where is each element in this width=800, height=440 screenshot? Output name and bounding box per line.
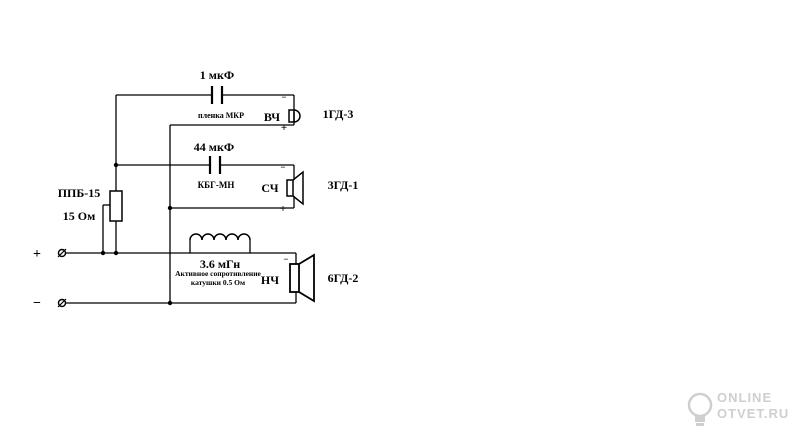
- c2-type-label: КБГ-МН: [198, 180, 235, 190]
- midrange-model-label: 3ГД-1: [328, 178, 359, 192]
- midrange-plus-sign: +: [280, 203, 286, 215]
- plus-terminal-label: +: [33, 247, 41, 262]
- plus-terminal: [57, 248, 67, 258]
- c1-type-label: пленка МКР: [198, 111, 244, 120]
- tweeter-minus-sign: −: [281, 92, 286, 102]
- inductor-coil: [189, 233, 251, 241]
- tweeter-speaker-icon: [288, 109, 301, 123]
- woofer-band-label: НЧ: [261, 273, 279, 287]
- midrange-minus-sign: −: [280, 162, 285, 172]
- tweeter-band-label: ВЧ: [264, 110, 280, 124]
- woofer-model-label: 6ГД-2: [328, 271, 359, 285]
- coil-note-line-2: катушки 0.5 Ом: [191, 278, 245, 287]
- junction-dot: [167, 300, 173, 306]
- junction-dot: [113, 162, 119, 168]
- watermark-line-1: ONLINE: [717, 390, 772, 405]
- junction-dot: [100, 250, 106, 256]
- c1-value-label: 1 мкФ: [200, 68, 234, 82]
- midrange-band-label: СЧ: [261, 181, 278, 195]
- minus-terminal-label: −: [33, 296, 41, 311]
- watermark: ONLINE OTVET.RU: [687, 390, 789, 426]
- resistor-value-label: 15 Ом: [63, 209, 96, 223]
- coil-note-line-1: Активное сопротивление: [175, 269, 261, 278]
- woofer-minus-sign: −: [283, 254, 288, 264]
- junction-dot: [167, 205, 173, 211]
- minus-terminal: [57, 298, 67, 308]
- lightbulb-icon: [687, 392, 713, 426]
- tweeter-plus-sign: +: [281, 122, 287, 134]
- capacitor-c2: [208, 156, 222, 174]
- resistor-body: [109, 190, 123, 222]
- woofer-speaker-icon: [289, 253, 315, 303]
- junction-dot: [113, 250, 119, 256]
- wiring: [66, 94, 297, 304]
- coil-value-label: 3.6 мГн: [200, 257, 240, 271]
- watermark-line-2: OTVET.RU: [717, 406, 789, 421]
- capacitor-c1: [210, 86, 224, 104]
- tweeter-model-label: 1ГД-3: [323, 107, 354, 121]
- midrange-speaker-icon: [286, 170, 304, 206]
- c2-value-label: 44 мкФ: [194, 140, 234, 154]
- junction-dots: [100, 162, 173, 306]
- resistor-type-label: ППБ-15: [58, 186, 101, 200]
